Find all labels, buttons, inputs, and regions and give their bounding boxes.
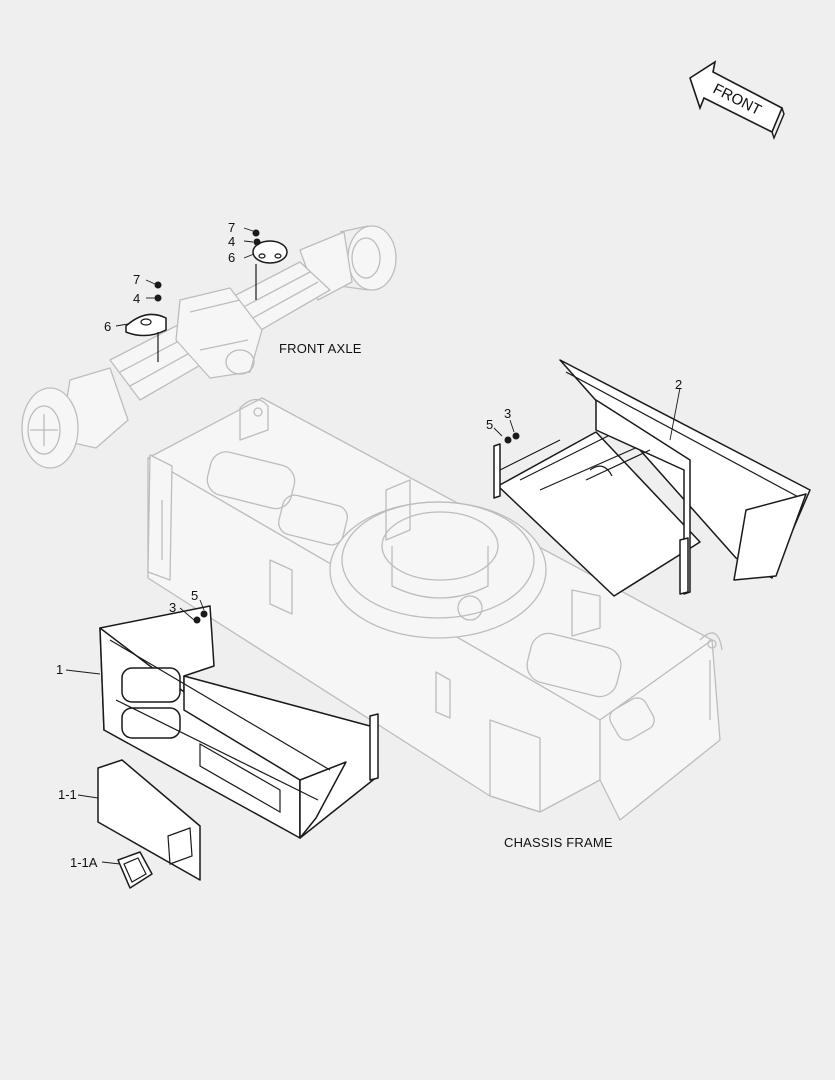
part-1-1a-lamp <box>117 851 153 889</box>
chassis-frame-label: CHASSIS FRAME <box>504 835 613 850</box>
callout-3-rear: 3 <box>504 406 511 421</box>
axle-cover-upper <box>252 229 288 300</box>
callout-7-upper: 7 <box>228 220 235 235</box>
callout-7-lower: 7 <box>133 272 140 287</box>
callout-4-lower: 4 <box>133 291 140 306</box>
callout-4-upper: 4 <box>228 234 235 249</box>
callout-2: 2 <box>675 377 682 392</box>
front-axle-label: FRONT AXLE <box>279 341 362 356</box>
front-direction-arrow: FRONT <box>689 60 785 140</box>
callout-1: 1 <box>56 662 63 677</box>
callout-3-front: 3 <box>169 600 176 615</box>
part-1-1-panel <box>97 759 201 881</box>
chassis-frame-ghost <box>147 397 723 821</box>
callout-6-upper: 6 <box>228 250 235 265</box>
front-axle-ghost <box>21 225 397 469</box>
callout-5-front: 5 <box>191 588 198 603</box>
axle-cover-lower <box>125 281 167 362</box>
part-1-front-box <box>99 605 379 839</box>
callout-5-rear: 5 <box>486 417 493 432</box>
callout-1-1a: 1-1A <box>70 855 98 870</box>
leader-lines <box>65 227 681 865</box>
callout-1-1: 1-1 <box>58 787 77 802</box>
part-2-rear-box <box>493 359 811 597</box>
callout-6-lower: 6 <box>104 319 111 334</box>
